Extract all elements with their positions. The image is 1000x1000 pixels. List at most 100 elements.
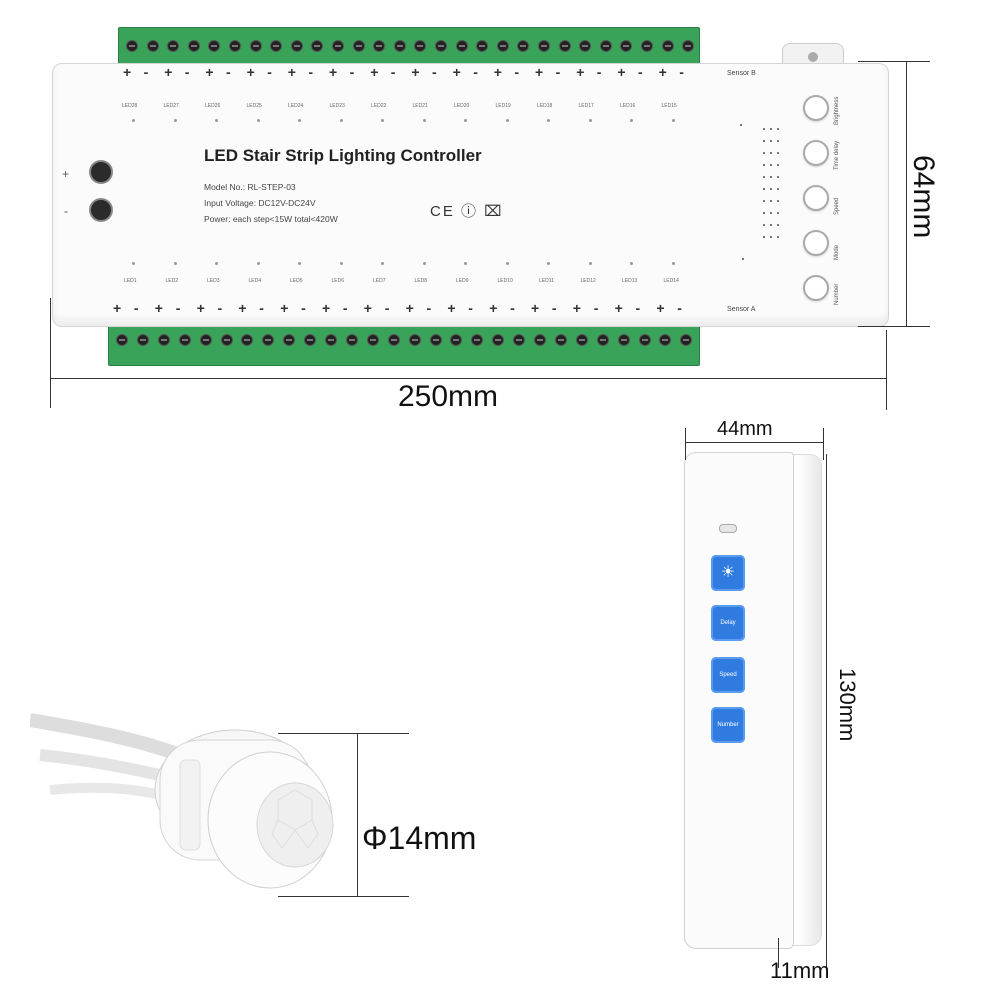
polarity-mark: - [596,64,602,80]
ir-sensor-dot [777,140,779,142]
controller-button[interactable] [803,185,829,211]
terminal-screw [455,40,468,52]
polarity-mark: - [679,64,684,80]
led-label-bottom: LED12 [580,278,596,284]
ir-sensor-dot [770,140,772,142]
polarity-mark: + [363,300,372,316]
controller-button[interactable] [803,275,829,301]
led-indicator [339,262,343,265]
controller-button[interactable] [803,140,829,166]
remote-depth-ext-left [778,938,779,968]
ir-sensor-dot [777,188,779,190]
terminal-screw [538,40,550,52]
polarity-mark: - [184,64,190,80]
ir-sensor-dot [763,140,765,142]
terminal-screw [325,334,337,346]
dim-right-extension [886,330,887,410]
remote-button[interactable]: Delay [711,605,745,641]
led-indicator [630,262,633,265]
ir-sensor-dot [770,212,772,214]
polarity-mark: - [551,300,557,316]
polarity-mark: - [349,64,355,80]
polarity-mark: + [238,300,247,316]
terminal-screw [229,40,241,52]
remote-button[interactable]: Speed Mode [711,657,745,714]
terminal-screw [471,334,484,346]
remote-indicator-led [719,524,737,533]
ir-sensor-dot [763,200,765,202]
ir-sensor-dot [763,176,765,178]
height-dimension: 64mm [907,155,940,239]
polarity-mark: - [514,64,520,80]
ir-sensor-dot [770,188,772,190]
terminal-screw [116,334,128,346]
polarity-mark: + [535,64,544,80]
polarity-mark: - [432,64,437,80]
led-label-top: LED24 [288,103,304,109]
terminal-screw [199,334,212,346]
polarity-mark: - [677,300,682,316]
ir-sensor-dot [770,236,772,238]
ir-sensor-dot [777,212,779,214]
controller-body [52,63,889,327]
terminal-screw [492,334,505,346]
polarity-mark: + [489,300,498,316]
led-indicator [339,119,343,122]
remote-dim-left-ext [685,428,686,460]
terminal-screw [387,334,400,346]
polarity-mark: - [473,64,478,80]
polarity-mark: - [384,300,390,316]
led-label-top: LED22 [371,103,387,109]
led-label-bottom: LED5 [290,278,303,284]
led-label-bottom: LED3 [207,278,220,284]
ir-sensor-dot [770,128,772,130]
brightness-icon[interactable]: ☀ [711,555,745,591]
controller-button[interactable] [803,230,829,256]
terminal-screw [596,334,609,346]
terminal-screw [345,334,358,346]
sensor-a-label: Sensor A [727,306,756,313]
polarity-mark: + [113,300,122,316]
terminal-screw [599,40,612,52]
polarity-mark: + [411,64,420,80]
bottom-terminal-block [108,321,700,366]
polarity-mark: - [267,64,272,80]
controller-button-label: Speed [834,197,840,215]
terminal-screw [241,334,254,346]
ir-sensor-dot [770,152,772,154]
polarity-mark: + [572,300,581,316]
led-label-bottom: LED8 [414,278,428,284]
terminal-screw [332,40,344,52]
polarity-mark: + [617,64,626,80]
terminal-screw [617,334,630,346]
polarity-mark: + [287,64,296,80]
polarity-mark: + [576,64,585,80]
terminal-screw [513,334,526,346]
led-indicator [132,262,135,265]
ir-sensor-dot [777,176,779,178]
polarity-mark: - [175,300,181,316]
ir-sensor-dot [763,236,765,238]
polarity-mark: - [468,300,473,316]
remote-button[interactable]: Number [711,707,745,743]
polarity-mark: - [301,300,306,316]
led-label-top: LED19 [495,103,511,109]
terminal-screw [661,40,674,52]
polarity-mark: - [342,300,348,316]
controller-button[interactable] [803,95,829,121]
ir-sensor-dot [770,164,772,166]
polarity-mark: - [308,64,314,80]
terminal-screw [579,40,592,52]
led-label-top: LED26 [205,103,221,109]
led-indicator [422,119,426,122]
led-label-bottom: LED13 [622,278,638,284]
remote-depth-ext-right [826,938,827,968]
led-label-top: LED27 [163,103,179,109]
led-indicator [588,119,592,122]
polarity-mark: - [426,300,432,316]
led-label-top: LED17 [578,103,594,109]
ir-sensor-dot [770,224,772,226]
ir-sensor-dot [763,128,765,130]
polarity-mark: + [154,300,163,316]
polarity-mark: + [447,300,456,316]
